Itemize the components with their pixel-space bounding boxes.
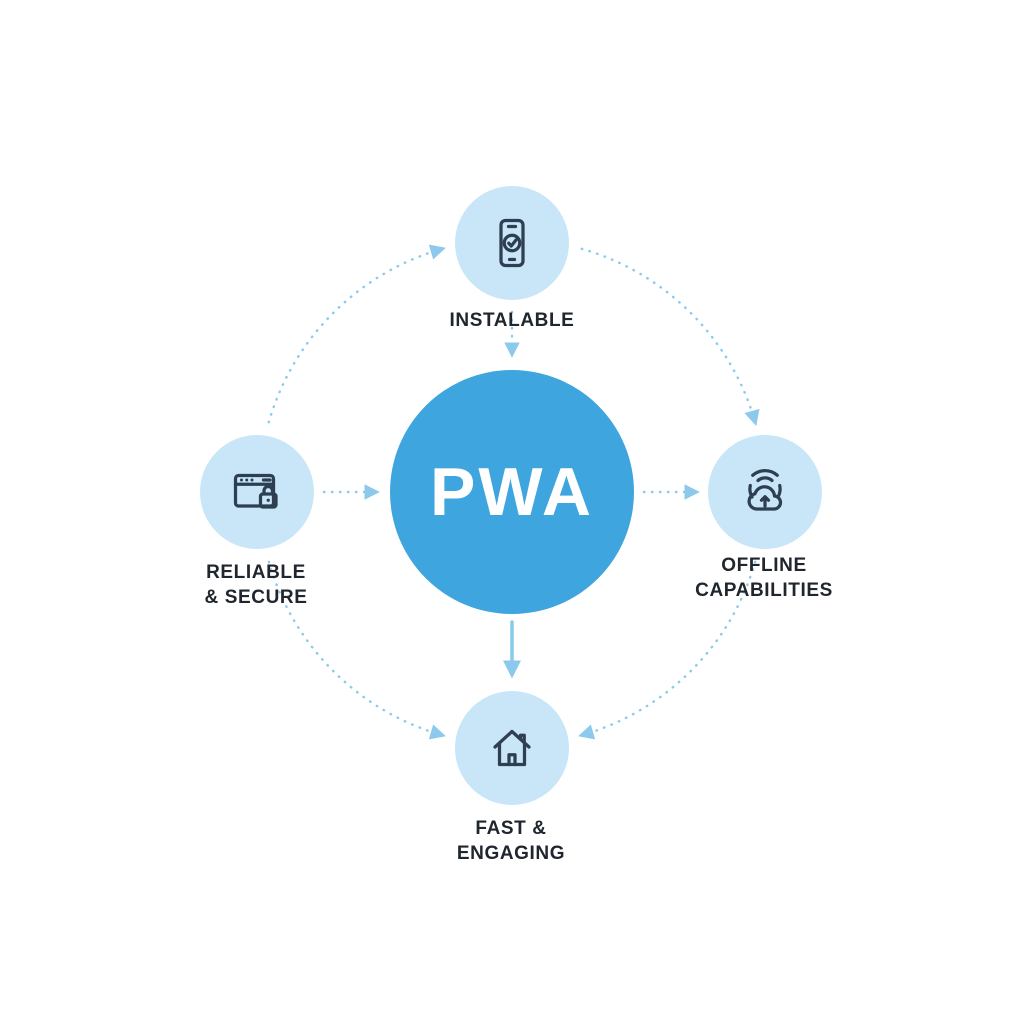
node-offline-capabilities xyxy=(708,435,822,549)
browser-lock-icon xyxy=(233,473,278,509)
label-fast-engaging: FAST & ENGAGING xyxy=(456,818,566,864)
node-fast-engaging xyxy=(455,691,569,805)
wifi-cloud-upload-icon xyxy=(747,468,783,511)
label-installable: INSTALABLE xyxy=(449,310,575,331)
arc-top-to-right xyxy=(580,247,760,426)
node-reliable-secure xyxy=(200,435,314,549)
smartphone-check-icon xyxy=(499,218,525,268)
house-icon xyxy=(493,729,531,767)
label-offline-capabilities: OFFLINE CAPABILITIES xyxy=(695,555,833,601)
arc-left-to-top xyxy=(267,244,446,424)
label-reliable-secure: RELIABLE & SECURE xyxy=(204,562,308,608)
center-node-pwa: PWA xyxy=(390,370,634,614)
pwa-label: PWA xyxy=(430,454,594,530)
node-installable xyxy=(455,186,569,300)
